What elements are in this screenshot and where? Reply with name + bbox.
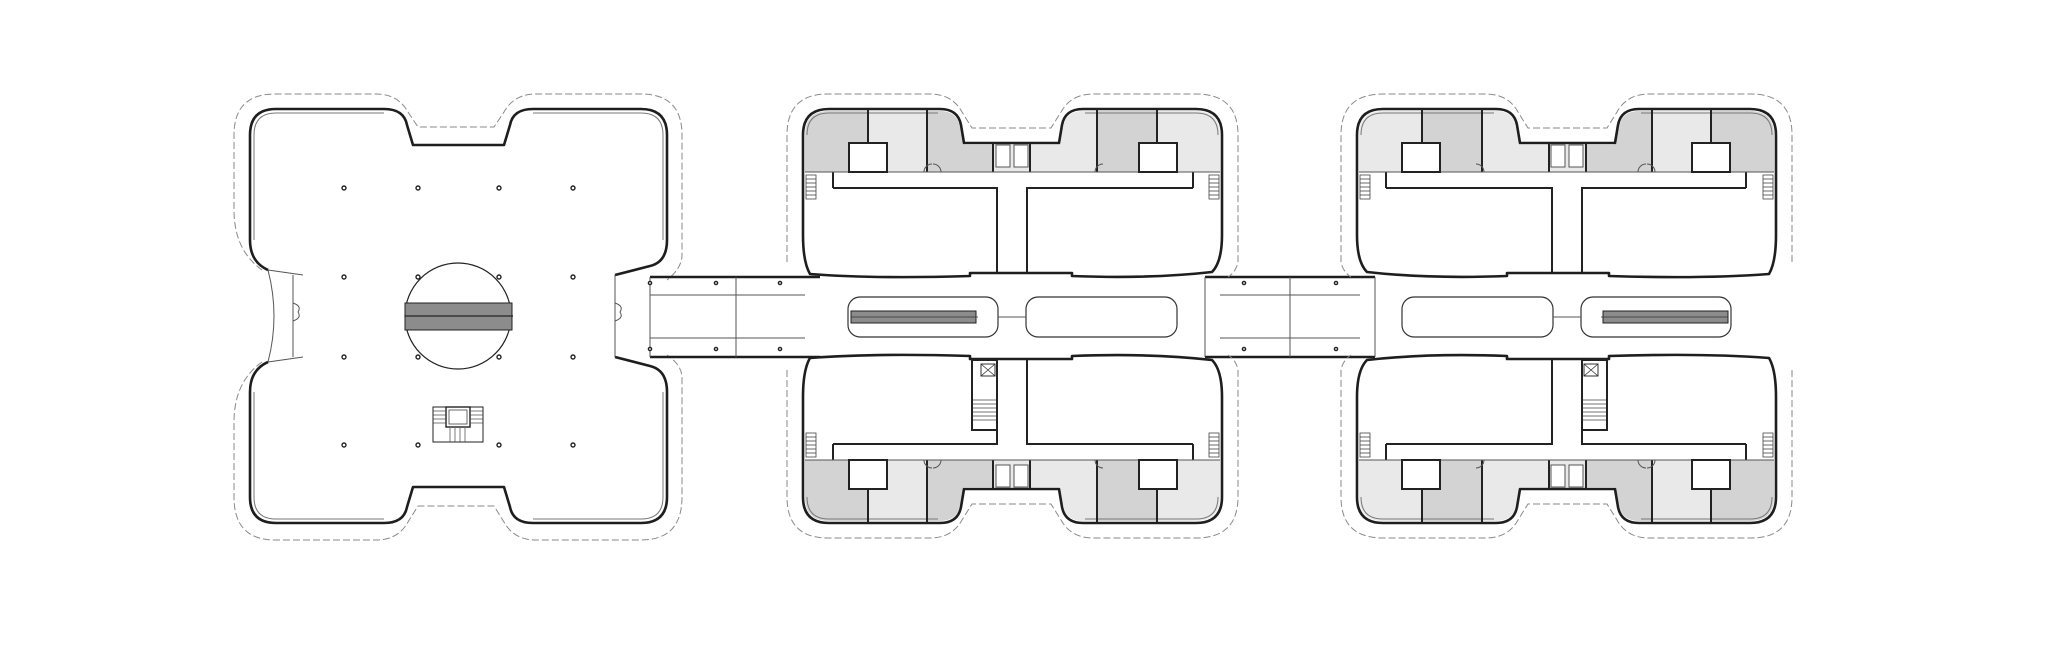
site-boundary <box>233 93 683 541</box>
columns <box>341 185 576 448</box>
bridge-west <box>647 275 820 359</box>
open-hall-building <box>233 93 683 541</box>
hall-wall-top <box>248 107 669 277</box>
stair-elevator-core <box>432 406 484 443</box>
room-block-building-middle <box>787 94 1238 538</box>
hall-wall-bottom <box>248 355 669 525</box>
west-entrance <box>267 269 304 363</box>
bridge-east <box>1204 275 1376 359</box>
room-block-building-east <box>1341 94 1792 538</box>
